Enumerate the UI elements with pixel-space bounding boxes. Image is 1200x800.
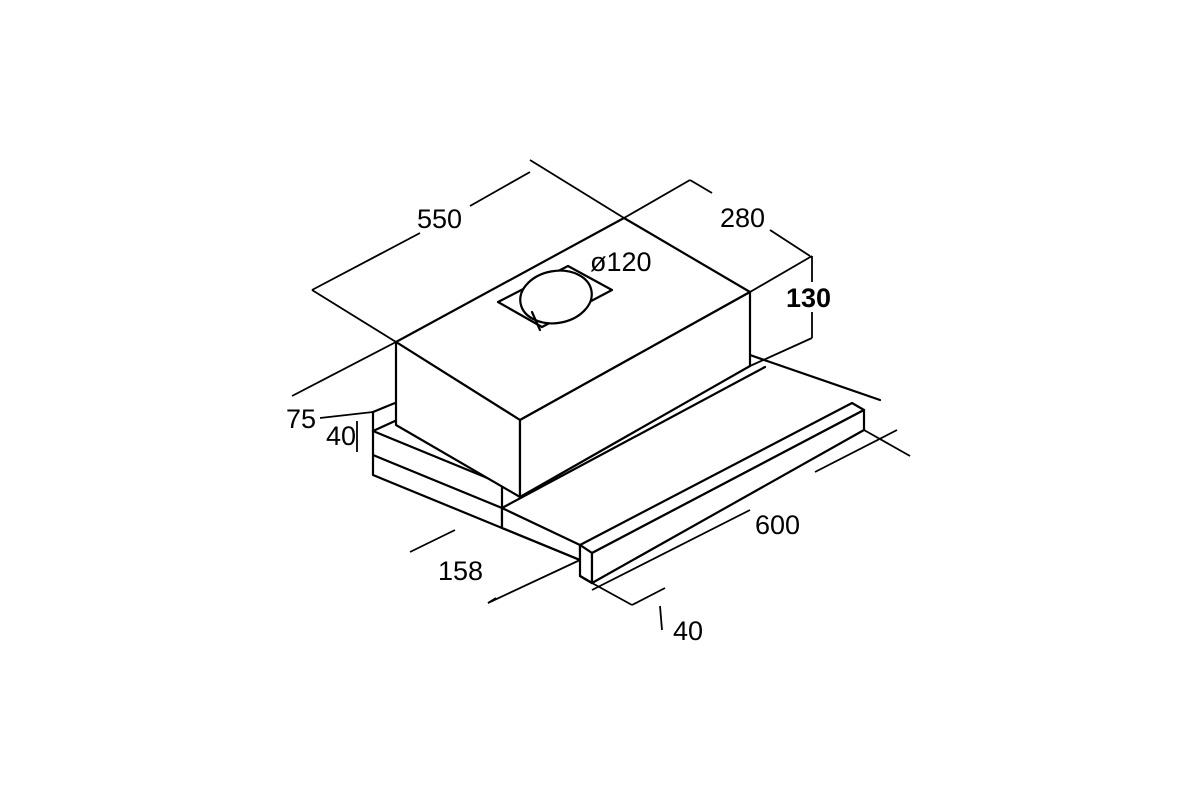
label-duct-diameter: ø120 [590, 247, 652, 277]
base-tray [371, 353, 882, 562]
label-158: 158 [438, 556, 483, 586]
label-75: 75 [286, 404, 316, 434]
dimension-lines [291, 159, 911, 631]
label-280: 280 [720, 203, 765, 233]
label-130: 130 [786, 283, 831, 313]
dimension-labels: 550 280 ø120 130 75 40 158 600 40 [286, 203, 831, 646]
label-40-bottom: 40 [673, 616, 703, 646]
front-bar [578, 401, 866, 585]
label-550: 550 [417, 204, 462, 234]
duct-opening [496, 264, 614, 332]
label-40-left: 40 [326, 421, 356, 451]
hood-body [394, 216, 752, 499]
label-600: 600 [755, 510, 800, 540]
